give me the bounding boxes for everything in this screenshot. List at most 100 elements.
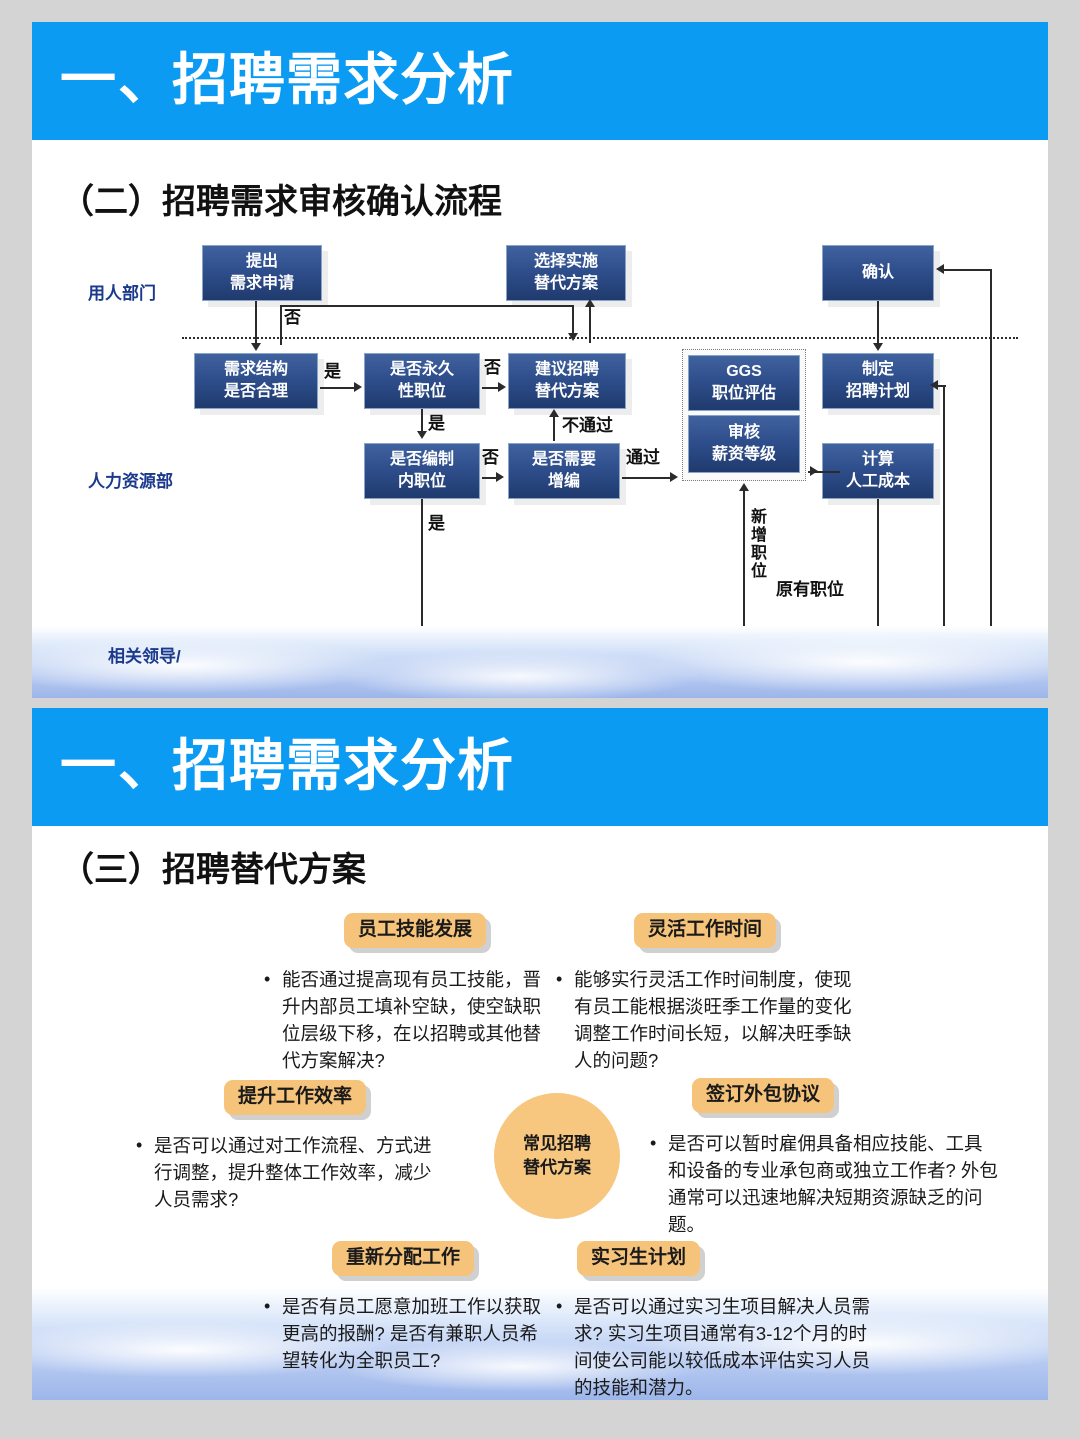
- slide-recruitment-alternatives: 一、 招聘需求分析 （三）招聘替代方案 常见招聘 替代方案 员工技能发展 • 能…: [32, 708, 1048, 1400]
- pill-internship-program[interactable]: 实习生计划: [577, 1241, 701, 1276]
- arrowhead-down-2: [568, 333, 578, 341]
- bullet-dot-0: •: [264, 969, 271, 989]
- pill-label-4: 重新分配工作: [346, 1247, 461, 1268]
- bullet-internship-program: • 是否可以通过实习生项目解决人员需求? 实习生项目通常有3-12个月的时间使公…: [556, 1293, 874, 1400]
- pill-flexible-working-hours[interactable]: 灵活工作时间: [634, 913, 777, 948]
- bullet-dot-3: •: [650, 1133, 657, 1153]
- flow-node-make-plan[interactable]: 制定 招聘计划: [822, 353, 934, 409]
- bullet-dot-1: •: [556, 969, 563, 989]
- bullet-text-1: 能够实行灵活工作时间制度，使现有员工能根据淡旺季工作量的变化调整工作时间长短，以…: [574, 969, 852, 1071]
- slide1-title-text: 招聘需求分析: [172, 48, 514, 111]
- slide-recruitment-demand-review: 一、 招聘需求分析 （二）招聘需求审核确认流程 用人部门 人力资源部 提出 需求…: [32, 22, 1048, 698]
- slide1-title-number: 一、: [60, 48, 176, 111]
- edge-confirm-to-plan: [877, 301, 879, 345]
- edge-label-yes-3: 是: [428, 514, 445, 533]
- edge-no-top-horizontal: [280, 305, 574, 307]
- edge-ggs-to-cost: [808, 471, 840, 473]
- edge-yes-3-vertical: [421, 499, 423, 629]
- edge-no-top-drop: [572, 305, 574, 337]
- flow-node-within-headcount-label: 是否编制 内职位: [389, 451, 454, 490]
- edge-label-yes-2: 是: [428, 414, 445, 433]
- slide2-title-text: 招聘需求分析: [172, 734, 514, 797]
- edge-label-no-top: 否: [284, 308, 301, 327]
- flow-node-ggs-job-evaluation[interactable]: GGS 职位评估: [688, 355, 800, 411]
- bullet-improve-work-efficiency: • 是否可以通过对工作流程、方式进行调整，提升整体工作效率，减少人员需求?: [136, 1132, 436, 1213]
- edge-cost-up: [943, 385, 945, 629]
- slide2-subtitle: （三）招聘替代方案: [60, 851, 366, 889]
- slide2-scenic-footer: [32, 1288, 1048, 1400]
- slide2-title-bar: 一、 招聘需求分析: [32, 708, 1048, 826]
- recruitment-approval-flowchart: 用人部门 人力资源部 提出 需求申请 选择实施 替代方案 确认 需求结构 是否合…: [32, 227, 1048, 698]
- pill-reallocate-work[interactable]: 重新分配工作: [332, 1241, 475, 1276]
- flow-node-confirm-label: 确认: [861, 264, 894, 281]
- flow-node-suggest-alternative[interactable]: 建议招聘 替代方案: [508, 353, 626, 409]
- edge-label-no-2: 否: [482, 448, 499, 467]
- edge-cost-down: [877, 499, 879, 629]
- pill-label-2: 提升工作效率: [238, 1086, 353, 1107]
- edge-headcount-no: [482, 477, 500, 479]
- flow-node-demand-structure[interactable]: 需求结构 是否合理: [194, 353, 318, 409]
- flow-node-calc-labor-cost[interactable]: 计算 人工成本: [822, 443, 934, 499]
- flow-node-ggs-job-evaluation-label: GGS 职位评估: [711, 363, 776, 402]
- pill-sign-outsourcing-agreement[interactable]: 签订外包协议: [692, 1078, 835, 1113]
- bullet-dot-2: •: [136, 1135, 143, 1155]
- arrowhead-up-3: [739, 483, 749, 491]
- edge-pass: [622, 477, 674, 479]
- bullet-flexible-working-hours: • 能够实行灵活工作时间制度，使现有员工能根据淡旺季工作量的变化调整工作时间长短…: [556, 966, 856, 1074]
- slide2-title-number: 一、: [60, 734, 176, 797]
- edge-label-pass: 通过: [626, 448, 660, 467]
- center-circle-label: 常见招聘 替代方案: [523, 1134, 591, 1177]
- arrowhead-down-3: [417, 431, 427, 439]
- pill-improve-work-efficiency[interactable]: 提升工作效率: [224, 1080, 367, 1115]
- pill-label-0: 员工技能发展: [358, 919, 473, 940]
- edge-label-no-1: 否: [484, 358, 501, 377]
- flow-node-confirm[interactable]: 确认: [822, 245, 934, 301]
- slide1-scenic-footer: [32, 626, 1048, 698]
- bullet-sign-outsourcing-agreement: • 是否可以暂时雇佣具备相应技能、工具和设备的专业承包商或独立工作者? 外包通常…: [650, 1130, 998, 1238]
- edge-permanent-no: [482, 387, 502, 389]
- bullet-text-3: 是否可以暂时雇佣具备相应技能、工具和设备的专业承包商或独立工作者? 外包通常可以…: [668, 1133, 998, 1235]
- edge-outer-loop-vertical: [990, 269, 992, 665]
- pill-employee-skill-development[interactable]: 员工技能发展: [344, 913, 487, 948]
- bullet-text-2: 是否可以通过对工作流程、方式进行调整，提升整体工作效率，减少人员需求?: [154, 1135, 432, 1210]
- swimlane-label-hr-dept: 人力资源部: [88, 472, 173, 491]
- center-circle-common-alternatives: 常见招聘 替代方案: [494, 1093, 620, 1219]
- pill-label-1: 灵活工作时间: [648, 919, 763, 940]
- flow-node-review-salary-grade-label: 审核 薪资等级: [711, 424, 776, 463]
- edge-cost-into-plan: [938, 385, 946, 387]
- edge-label-new-position: 新增职位: [750, 509, 767, 580]
- flow-node-choose-alternative-label: 选择实施 替代方案: [533, 253, 598, 292]
- bullet-text-4: 是否有员工愿意加班工作以获取更高的报酬? 是否有兼职人员希望转化为全职员工?: [282, 1296, 542, 1371]
- swimlane-label-leaders: 相关领导/: [108, 647, 181, 666]
- flow-node-review-salary-grade[interactable]: 审核 薪资等级: [688, 415, 800, 473]
- bullet-employee-skill-development: • 能否通过提高现有员工技能，晋升内部员工填补空缺，使空缺职位层级下移，在以招聘…: [264, 966, 549, 1074]
- edge-label-existing-position: 原有职位: [776, 580, 844, 599]
- arrowhead-right-3: [496, 472, 504, 482]
- arrowhead-left-1: [930, 380, 938, 390]
- arrowhead-right-2: [498, 382, 506, 392]
- pill-label-5: 实习生计划: [591, 1247, 687, 1268]
- edge-submit-to-structure: [255, 301, 257, 345]
- flow-node-choose-alternative[interactable]: 选择实施 替代方案: [506, 245, 626, 301]
- bullet-text-5: 是否可以通过实习生项目解决人员需求? 实习生项目通常有3-12个月的时间使公司能…: [574, 1296, 871, 1398]
- edge-alternative-up: [589, 305, 591, 343]
- flow-node-permanent-position[interactable]: 是否永久 性职位: [364, 353, 480, 409]
- arrowhead-right-1: [354, 382, 362, 392]
- flow-node-submit-request[interactable]: 提出 需求申请: [202, 245, 322, 301]
- bullet-dot-4: •: [264, 1296, 271, 1316]
- arrowhead-right-5: [810, 466, 818, 476]
- arrowhead-right-4: [670, 472, 678, 482]
- flow-node-make-plan-label: 制定 招聘计划: [845, 361, 910, 400]
- bullet-dot-5: •: [556, 1296, 563, 1316]
- bullet-text-0: 能否通过提高现有员工技能，晋升内部员工填补空缺，使空缺职位层级下移，在以招聘或其…: [282, 969, 542, 1071]
- arrowhead-left-2: [936, 264, 944, 274]
- flow-node-submit-request-label: 提出 需求申请: [229, 253, 294, 292]
- flow-node-calc-labor-cost-label: 计算 人工成本: [845, 451, 910, 490]
- flow-group-ggs-evaluation: GGS 职位评估 审核 薪资等级: [682, 349, 806, 481]
- flow-node-need-extra-headcount[interactable]: 是否需要 增编: [508, 443, 620, 499]
- slide1-title-bar: 一、 招聘需求分析: [32, 22, 1048, 140]
- arrowhead-down-1: [251, 343, 261, 351]
- swimlane-divider-top: [182, 337, 1018, 339]
- flow-node-within-headcount[interactable]: 是否编制 内职位: [364, 443, 480, 499]
